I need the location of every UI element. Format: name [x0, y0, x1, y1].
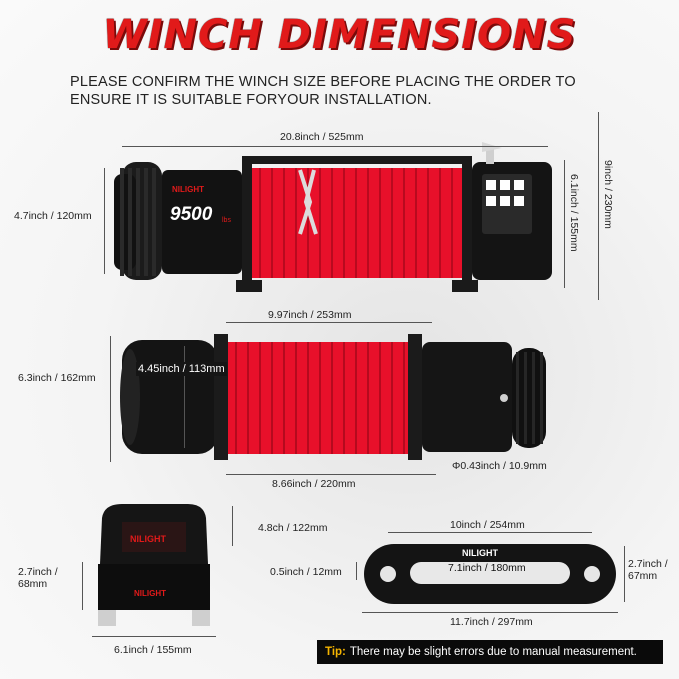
dim-mount-length: 8.66inch / 220mm	[272, 478, 356, 490]
dim-fairlead-hole: 10inch / 254mm	[450, 519, 525, 531]
dim-fairlead-height: 2.7inch / 67mm	[628, 558, 668, 582]
dim-body-height: 6.3inch / 162mm	[18, 372, 96, 384]
dim-control-width: 6.1inch / 155mm	[114, 644, 192, 656]
fairlead-logo: NILIGHT	[462, 548, 498, 558]
page-title: WINCH DIMENSIONS	[102, 12, 577, 58]
dim-fairlead-slot: 7.1inch / 180mm	[448, 562, 526, 574]
tip-banner: Tip:There may be slight errors due to ma…	[317, 640, 663, 664]
winch-model-label: 9500	[170, 204, 213, 225]
dim-height-left: 4.7inch / 120mm	[14, 210, 92, 222]
dim-height-right: 6.1inch / 155mm	[568, 174, 580, 252]
dim-drum-length: 9.97inch / 253mm	[268, 309, 352, 321]
dim-control-depth: 2.7inch / 68mm	[18, 566, 58, 590]
dim-fairlead-thickness: 0.5inch / 12mm	[270, 566, 342, 578]
winch-top-view	[120, 334, 546, 460]
winch-unit-label: lbs	[222, 217, 231, 224]
dim-total-length: 20.8inch / 525mm	[280, 131, 364, 143]
tip-label: Tip:	[325, 646, 346, 658]
brand-logo-front: NILIGHT	[172, 185, 204, 194]
control-box-logo-top: NILIGHT	[130, 534, 166, 544]
hawse-fairlead: NILIGHT	[364, 544, 616, 604]
intro-text: PLEASE CONFIRM THE WINCH SIZE BEFORE PLA…	[70, 74, 576, 108]
dim-drum-diameter: 4.45inch / 113mm	[136, 362, 227, 376]
dim-rope-diameter: Φ0.43inch / 10.9mm	[452, 460, 547, 472]
winch-front-view: NILIGHT 9500 lbs	[114, 142, 552, 292]
control-box-logo-front: NILIGHT	[134, 589, 166, 598]
dim-control-height: 4.8ch / 122mm	[258, 522, 328, 534]
dim-height-9: 9inch / 230mm	[602, 160, 614, 229]
dim-fairlead-length: 11.7inch / 297mm	[450, 616, 533, 628]
control-box: NILIGHT NILIGHT	[98, 504, 210, 626]
tip-text: There may be slight errors due to manual…	[349, 646, 637, 658]
